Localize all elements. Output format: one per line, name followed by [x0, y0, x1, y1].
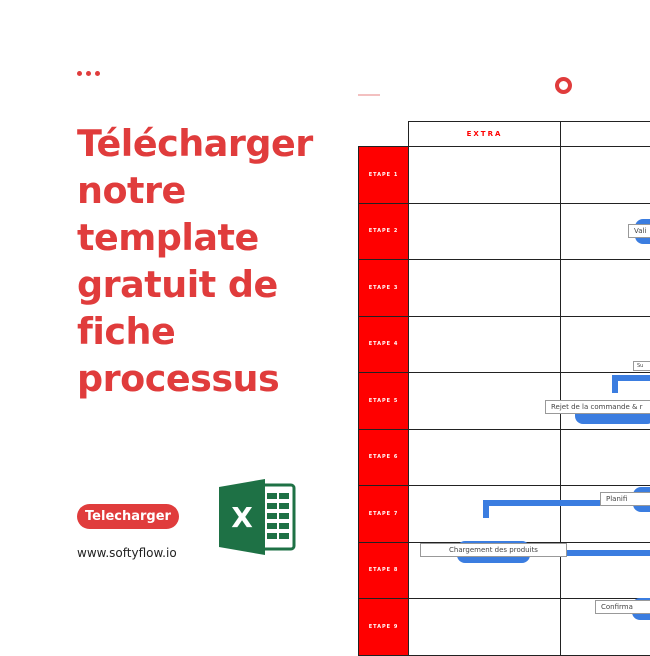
- flow-arrow: [483, 500, 489, 518]
- step-label: ETAPE 2: [358, 202, 409, 260]
- grid-cell: [408, 315, 561, 373]
- step-label: ETAPE 7: [358, 485, 409, 543]
- grid-cell: [408, 146, 561, 204]
- flow-arrow: [566, 550, 650, 556]
- grid-cell: [408, 202, 561, 260]
- grid-cell: [560, 428, 650, 486]
- step-label: ETAPE 3: [358, 259, 409, 317]
- step-label: ETAPE 8: [358, 541, 409, 599]
- grid-cell: [560, 259, 650, 317]
- grid-cell: [408, 372, 561, 430]
- grid-cell: [408, 259, 561, 317]
- flow-box-planning: Planifi: [600, 492, 650, 506]
- flow-arrow: [612, 375, 618, 393]
- flow-arrow: [614, 375, 650, 381]
- excel-icon: X: [219, 479, 296, 555]
- step-label: ETAPE 5: [358, 372, 409, 430]
- grid-cell: [408, 598, 561, 656]
- dots-decoration: [77, 71, 100, 76]
- svg-text:X: X: [231, 501, 253, 534]
- step-label: ETAPE 1: [358, 146, 409, 204]
- grid-cell: [408, 428, 561, 486]
- flow-box-confirmation: Confirma: [595, 600, 650, 614]
- download-button[interactable]: Telecharger: [77, 504, 179, 529]
- step-label: ETAPE 9: [358, 598, 409, 656]
- column-header-extra: EXTRA: [408, 121, 561, 147]
- grid-cell: [560, 146, 650, 204]
- flow-box-validation: Vali: [628, 224, 650, 238]
- website-link[interactable]: www.softyflow.io: [77, 546, 177, 560]
- ring-decoration: [555, 77, 572, 94]
- page-title: Télécharger notre template gratuit de fi…: [77, 122, 313, 400]
- preview-caption-decoration: [358, 94, 380, 96]
- flow-box-small: Su: [633, 361, 650, 371]
- step-label: ETAPE 6: [358, 428, 409, 486]
- flow-box-rejection: Rejet de la commande & r: [545, 400, 650, 414]
- flow-arrow: [483, 500, 603, 506]
- step-label: ETAPE 4: [358, 315, 409, 373]
- flow-box-loading: Chargement des produits: [420, 543, 567, 557]
- column-header: [560, 121, 650, 147]
